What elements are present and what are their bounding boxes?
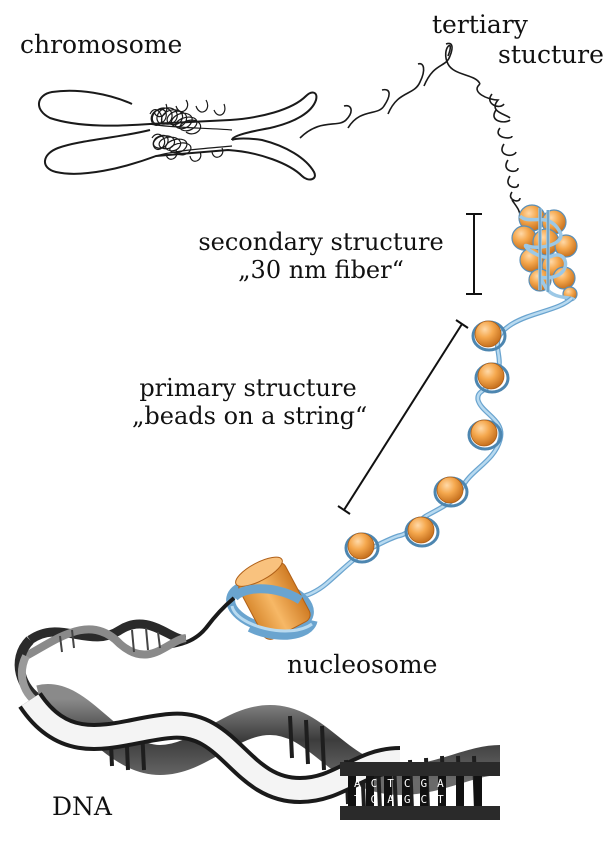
- dna-base-letter: T: [354, 793, 371, 806]
- dna-base-letter: T: [387, 777, 404, 790]
- label-primary-line2: „beads on a string“: [132, 402, 364, 430]
- dna-base-letter: G: [404, 793, 421, 806]
- beads-on-a-string: [298, 298, 572, 598]
- dna-base-row-top: ACTCGA: [354, 778, 454, 791]
- label-primary-structure: primary structure „beads on a string“: [132, 374, 364, 431]
- chromosome-drawing: [39, 91, 316, 180]
- dna-base-letter: A: [354, 777, 371, 790]
- dna-base-letter: C: [404, 777, 421, 790]
- label-tertiary-line1: tertiary: [432, 10, 603, 40]
- label-chromosome: chromosome: [20, 30, 182, 60]
- dna-base-letter: C: [421, 793, 438, 806]
- dna-base-row-bottom: TGAGCT: [354, 794, 454, 807]
- label-secondary-line2: „30 nm fiber“: [178, 256, 464, 284]
- label-dna: DNA: [52, 792, 112, 822]
- dna-base-letter: T: [437, 793, 454, 806]
- dna-base-letter: C: [371, 777, 388, 790]
- label-nucleosome: nucleosome: [287, 650, 437, 680]
- secondary-scale-bar: [466, 214, 482, 294]
- label-tertiary-line2: stucture: [432, 40, 603, 70]
- 30nm-fiber-cluster: [512, 205, 577, 301]
- label-secondary-structure: secondary structure „30 nm fiber“: [178, 228, 464, 285]
- label-secondary-line1: secondary structure: [178, 228, 464, 256]
- dna-base-letter: G: [421, 777, 438, 790]
- label-primary-line1: primary structure: [132, 374, 364, 402]
- tertiary-coil: [300, 44, 520, 217]
- dna-base-letter: A: [437, 777, 454, 790]
- label-tertiary-structure: tertiary stucture: [432, 10, 603, 69]
- dna-base-letter: A: [387, 793, 404, 806]
- dna-base-letter: G: [371, 793, 388, 806]
- nucleosome-model: [226, 552, 317, 643]
